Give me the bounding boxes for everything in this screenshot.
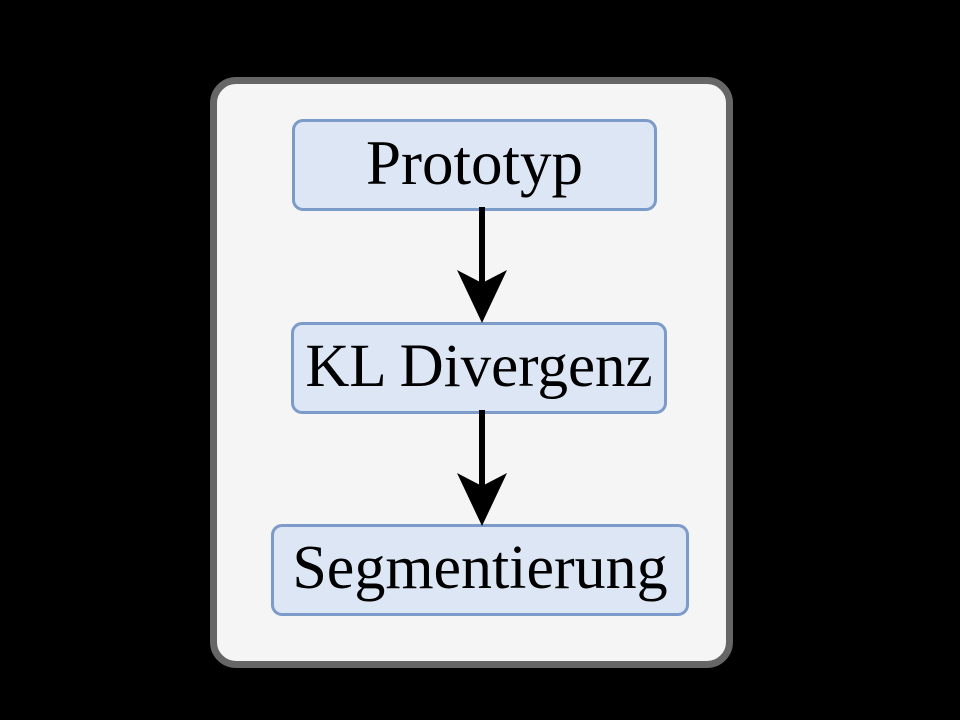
- node-prototyp[interactable]: Prototyp: [292, 119, 657, 211]
- arrowhead-icon: [457, 270, 507, 323]
- node-prototyp-label: Prototyp: [365, 127, 584, 198]
- node-segmentierung-label: Segmentierung: [292, 534, 668, 602]
- node-kl-divergenz-label: KL Divergenz: [305, 332, 653, 400]
- edge-prototyp-to-kl-divergenz: [457, 207, 507, 323]
- flowchart-container: Prototyp KL Divergenz Segmentierung: [210, 77, 733, 668]
- node-segmentierung[interactable]: Segmentierung: [271, 524, 689, 616]
- arrowhead-icon: [457, 473, 507, 526]
- node-kl-divergenz[interactable]: KL Divergenz: [291, 322, 667, 414]
- edge-kl-divergenz-to-segmentierung: [457, 410, 507, 526]
